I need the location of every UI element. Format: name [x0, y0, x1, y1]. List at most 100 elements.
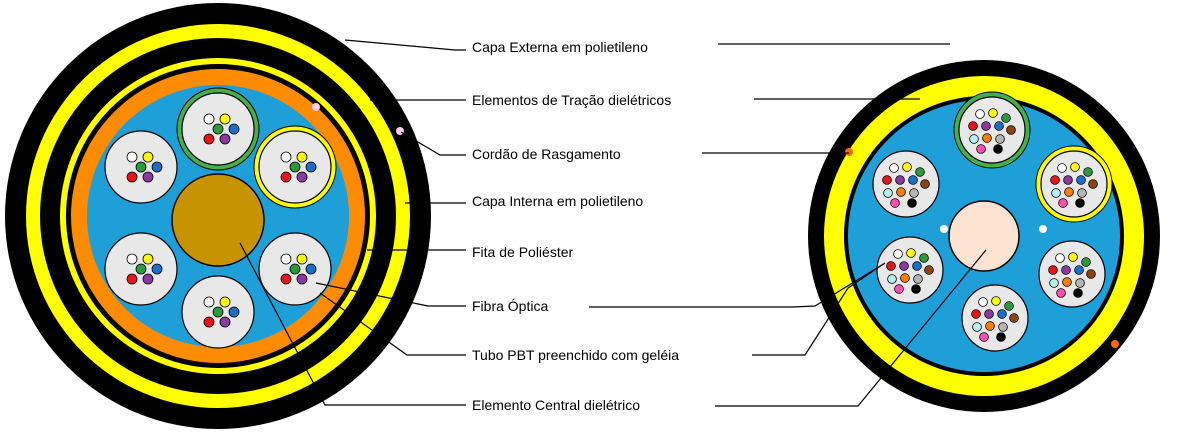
- optical-fiber: [981, 121, 991, 131]
- label-central-element: Elemento Central dielétrico: [472, 397, 641, 413]
- optical-fiber: [219, 296, 231, 308]
- optical-fiber: [203, 133, 215, 145]
- optical-fiber: [1077, 188, 1087, 198]
- optical-fiber: [1055, 253, 1065, 263]
- leader-fiber-right: [589, 262, 886, 308]
- central-spacer-dot: [1039, 225, 1047, 233]
- optical-fiber: [920, 179, 930, 189]
- label-pbt-tube: Tubo PBT preenchido com geléia: [472, 347, 680, 363]
- optical-fiber: [1062, 277, 1072, 287]
- optical-fiber: [135, 161, 147, 173]
- label-outer-jacket: Capa Externa em polietileno: [472, 39, 648, 55]
- optical-fiber: [984, 309, 994, 319]
- label-ripcord: Cordão de Rasgamento: [472, 146, 621, 162]
- optical-fiber: [924, 265, 934, 275]
- optical-fiber: [142, 171, 154, 183]
- optical-fiber: [895, 175, 905, 185]
- optical-fiber: [1070, 162, 1080, 172]
- left-cable-cross-section: [5, 3, 431, 429]
- optical-fiber: [305, 263, 317, 275]
- optical-fiber: [126, 273, 138, 285]
- optical-fiber: [280, 273, 292, 285]
- optical-fiber: [135, 263, 147, 275]
- optical-fiber: [1049, 278, 1059, 288]
- optical-fiber: [203, 296, 215, 308]
- optical-fiber: [996, 332, 1006, 342]
- optical-fiber: [203, 316, 215, 328]
- optical-fiber: [985, 321, 995, 331]
- optical-fiber: [1073, 288, 1083, 298]
- optical-fiber: [1056, 288, 1066, 298]
- optical-fiber: [971, 309, 981, 319]
- optical-fiber: [902, 162, 912, 172]
- optical-fiber: [982, 133, 992, 143]
- optical-fiber: [988, 108, 998, 118]
- optical-fiber: [968, 121, 978, 131]
- optical-fiber: [896, 187, 906, 197]
- optical-fiber: [1075, 278, 1085, 288]
- optical-fiber: [296, 171, 308, 183]
- optical-fiber: [296, 253, 308, 265]
- optical-fiber: [305, 161, 317, 173]
- label-inner-jacket: Capa Interna em polietileno: [472, 193, 644, 209]
- label-optical-fiber: Fibra Óptica: [472, 298, 549, 314]
- leader-outer-jacket-left: [344, 39, 466, 51]
- optical-fiber: [994, 121, 1004, 131]
- optical-fiber: [142, 253, 154, 265]
- optical-fiber: [1083, 167, 1093, 177]
- optical-fiber: [142, 151, 154, 163]
- optical-fiber: [909, 188, 919, 198]
- optical-fiber: [219, 133, 231, 145]
- optical-fiber: [906, 248, 916, 258]
- optical-fiber: [1061, 265, 1071, 275]
- optical-fiber: [1086, 269, 1096, 279]
- optical-fiber: [908, 175, 918, 185]
- optical-fiber: [890, 198, 900, 208]
- optical-fiber: [1001, 113, 1011, 123]
- optical-fiber: [1048, 265, 1058, 275]
- optical-fiber: [969, 134, 979, 144]
- optical-fiber: [894, 284, 904, 294]
- optical-fiber: [289, 263, 301, 275]
- leader-tube-right: [752, 262, 886, 356]
- ripcord-dot: [845, 148, 853, 156]
- optical-fiber: [228, 306, 240, 318]
- optical-fiber: [886, 261, 896, 271]
- optical-fiber: [126, 253, 138, 265]
- optical-fiber: [887, 274, 897, 284]
- optical-fiber: [126, 151, 138, 163]
- optical-fiber: [972, 322, 982, 332]
- optical-fiber: [912, 261, 922, 271]
- optical-fiber: [915, 167, 925, 177]
- optical-fiber: [913, 274, 923, 284]
- central-element: [948, 200, 1020, 272]
- optical-fiber: [1009, 313, 1019, 323]
- central-spacer-dot: [940, 225, 948, 233]
- optical-fiber: [151, 263, 163, 275]
- optical-fiber: [991, 296, 1001, 306]
- optical-fiber: [1004, 301, 1014, 311]
- optical-fiber: [142, 273, 154, 285]
- optical-fiber: [919, 253, 929, 263]
- optical-fiber: [900, 273, 910, 283]
- optical-fiber: [203, 113, 215, 125]
- optical-fiber: [228, 123, 240, 135]
- optical-fiber: [280, 253, 292, 265]
- optical-fiber: [975, 109, 985, 119]
- optical-fiber: [1068, 252, 1078, 262]
- ripcord-dot-2: [1111, 340, 1119, 348]
- optical-fiber: [219, 113, 231, 125]
- optical-fiber: [1006, 125, 1016, 135]
- optical-fiber: [911, 284, 921, 294]
- optical-fiber: [212, 306, 224, 318]
- leader-ripcord-left: [400, 131, 466, 156]
- leader-central-right: [715, 249, 987, 407]
- optical-fiber: [1063, 175, 1073, 185]
- optical-fiber: [1058, 198, 1068, 208]
- optical-fiber: [889, 163, 899, 173]
- right-cable-cross-section: [808, 60, 1160, 412]
- optical-fiber: [1088, 179, 1098, 189]
- optical-fiber: [1075, 198, 1085, 208]
- optical-fiber: [296, 151, 308, 163]
